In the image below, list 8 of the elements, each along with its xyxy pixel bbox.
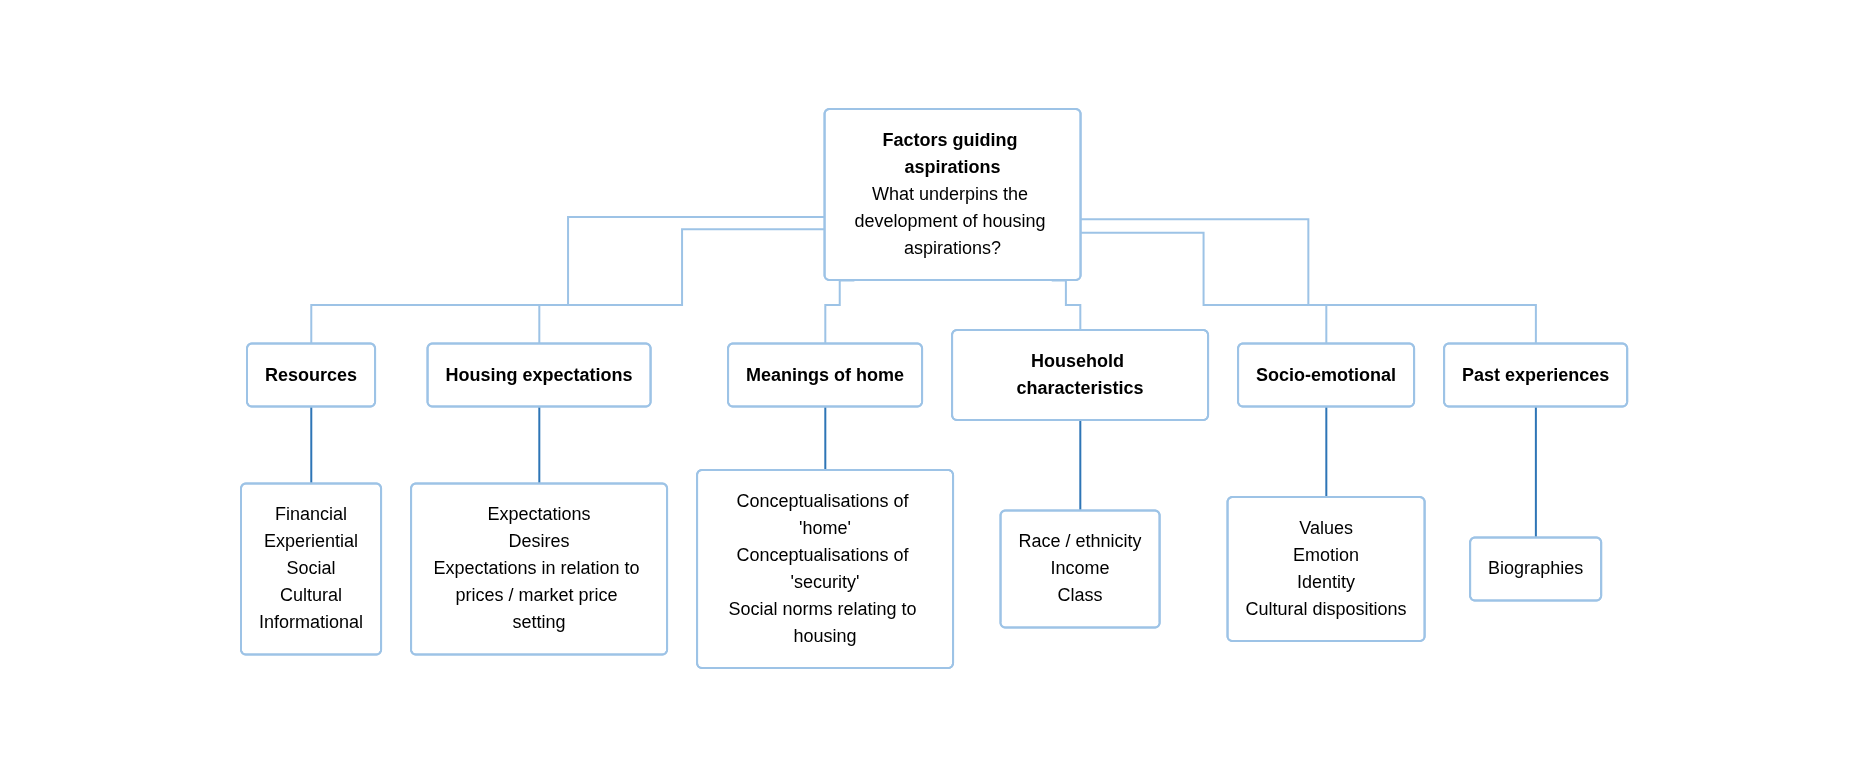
- connector: [538, 406, 541, 485]
- connector: [1535, 406, 1538, 539]
- connector: [310, 406, 313, 485]
- connector: [1079, 419, 1082, 512]
- connector: [1080, 218, 1538, 345]
- connector: [1080, 231, 1328, 345]
- connector: [1325, 406, 1328, 499]
- connector: [824, 406, 827, 472]
